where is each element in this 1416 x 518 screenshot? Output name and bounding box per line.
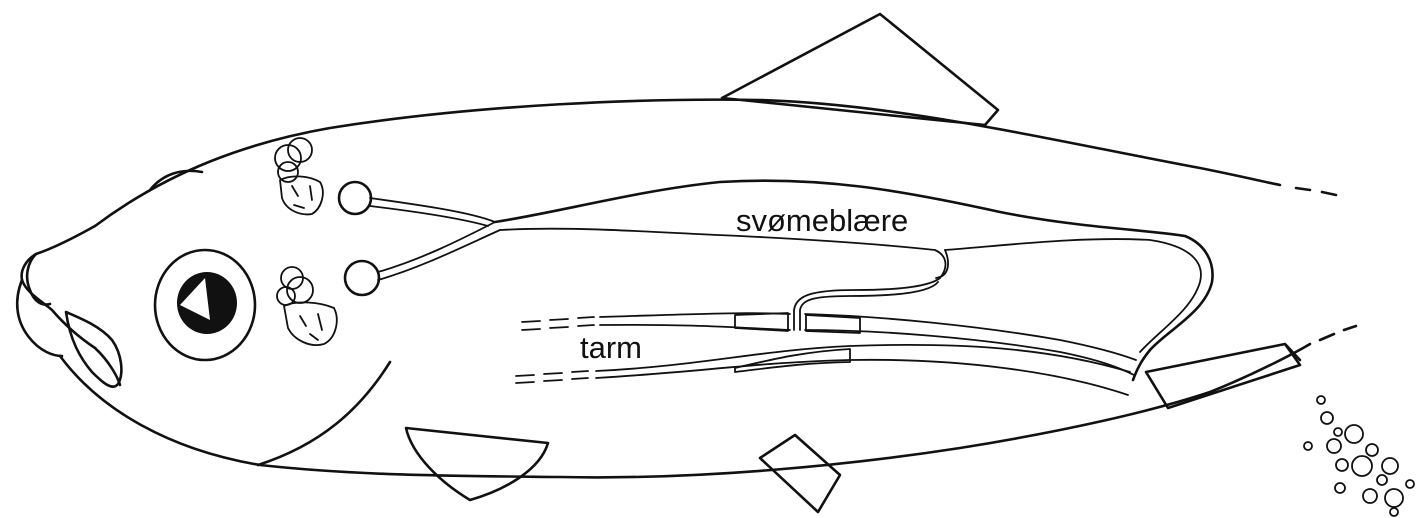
swim-bladder-label: svømeblære <box>736 205 908 236</box>
weberian-ducts <box>370 198 500 280</box>
inner-ear-lower <box>277 261 379 345</box>
bubbles <box>1304 396 1414 516</box>
intestine-label: tarm <box>580 332 642 363</box>
caudal-fin <box>1146 344 1300 408</box>
inner-ear-upper <box>275 138 371 214</box>
eye <box>155 250 255 360</box>
anal-fin <box>760 435 840 512</box>
pelvic-fin <box>406 428 548 500</box>
